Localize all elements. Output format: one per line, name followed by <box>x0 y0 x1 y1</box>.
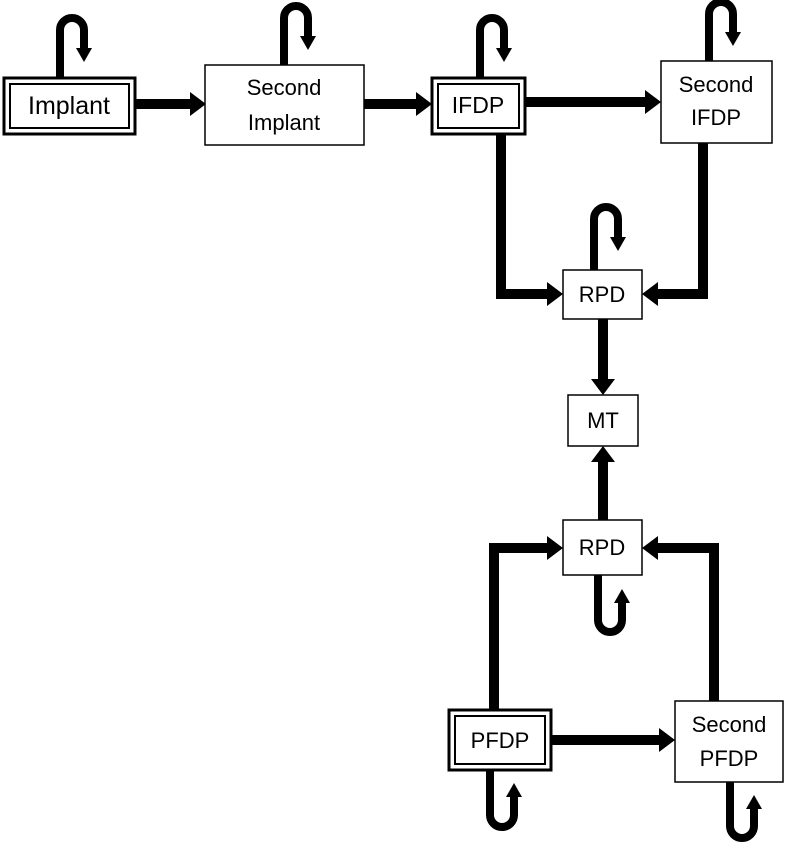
node-rpd-bottom: RPD <box>562 519 643 576</box>
node-label: RPD <box>579 282 625 307</box>
node-label: PFDP <box>471 728 530 753</box>
arrowhead <box>642 282 658 306</box>
node-label: Second <box>692 712 767 737</box>
node-label: MT <box>587 408 619 433</box>
node-label: RPD <box>579 535 625 560</box>
arrowhead <box>642 536 658 560</box>
arrowhead <box>416 92 432 116</box>
self-loop-second-pfdp <box>726 782 762 842</box>
self-loop-pfdp <box>486 770 522 831</box>
edge-ifdp-to-rpd-top <box>496 134 547 299</box>
node-ifdp: IFDP <box>430 76 527 136</box>
node-label: Second <box>679 72 754 97</box>
self-loop-second-implant <box>280 2 316 65</box>
self-loop-rpd-bottom <box>594 575 630 636</box>
arrowhead <box>547 282 563 306</box>
arrowhead <box>659 728 675 752</box>
node-second-pfdp: Second PFDP <box>674 700 784 783</box>
self-loop-rpd-top <box>590 203 626 270</box>
self-loop-second-ifdp <box>705 0 741 61</box>
node-second-implant: Second Implant <box>204 64 365 146</box>
node-label: PFDP <box>700 746 759 771</box>
node-label: Second <box>247 75 322 100</box>
edge-second-ifdp-to-rpd-top <box>658 143 708 299</box>
node-mt: MT <box>567 394 639 447</box>
arrowhead <box>591 446 615 462</box>
edge-second-pfdp-to-rpd-bottom <box>658 543 719 701</box>
node-second-ifdp: Second IFDP <box>660 60 773 144</box>
node-label: Implant <box>248 110 320 135</box>
self-loop-implant <box>56 14 92 78</box>
node-label: IFDP <box>452 92 504 118</box>
arrowhead <box>190 92 206 116</box>
arrowhead <box>547 536 563 560</box>
edge-pfdp-to-rpd-bottom <box>489 543 547 710</box>
arrowhead <box>591 379 615 395</box>
node-implant: Implant <box>2 76 137 136</box>
node-label: Implant <box>28 92 110 120</box>
node-pfdp: PFDP <box>447 708 553 772</box>
node-rpd-top: RPD <box>562 269 643 320</box>
arrowhead <box>645 90 661 114</box>
node-label: IFDP <box>691 105 741 130</box>
self-loop-ifdp <box>476 14 512 78</box>
